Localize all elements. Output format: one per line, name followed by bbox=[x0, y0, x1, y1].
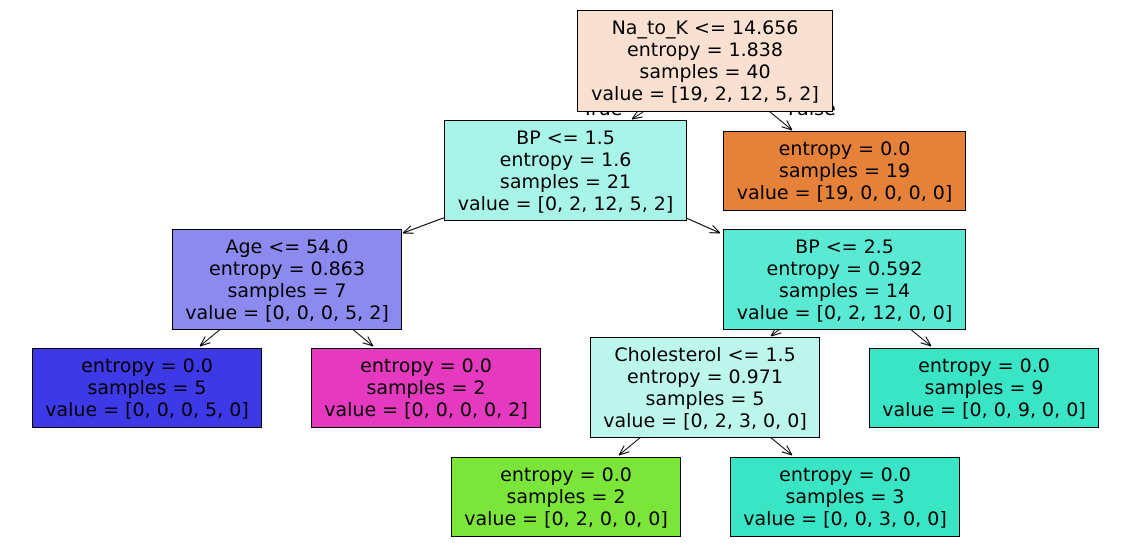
node-line: value = [0, 2, 12, 0, 0] bbox=[736, 301, 953, 324]
node-line: value = [0, 2, 3, 0, 0] bbox=[603, 409, 807, 432]
node-line: samples = 14 bbox=[778, 279, 911, 302]
tree-leaf-samples-2-magenta: entropy = 0.0 samples = 2 value = [0, 0,… bbox=[311, 348, 541, 428]
node-line: samples = 9 bbox=[924, 377, 1044, 399]
tree-leaf-samples-9: entropy = 0.0 samples = 9 value = [0, 0,… bbox=[869, 348, 1099, 428]
node-line: entropy = 0.0 bbox=[778, 138, 911, 160]
node-line: samples = 21 bbox=[499, 170, 632, 193]
node-line: Cholesterol <= 1.5 bbox=[614, 343, 796, 366]
tree-leaf-samples-3: entropy = 0.0 samples = 3 value = [0, 0,… bbox=[730, 457, 960, 537]
node-line: value = [19, 0, 0, 0, 0] bbox=[736, 182, 953, 204]
tree-node-bp-2-5: BP <= 2.5 entropy = 0.592 samples = 14 v… bbox=[723, 229, 966, 330]
node-line: entropy = 1.6 bbox=[499, 148, 632, 171]
edge-n7-n10 bbox=[769, 436, 792, 455]
node-line: samples = 19 bbox=[778, 160, 911, 182]
tree-node-root: Na_to_K <= 14.656 entropy = 1.838 sample… bbox=[577, 10, 833, 112]
node-line: value = [0, 0, 9, 0, 0] bbox=[882, 399, 1086, 421]
node-line: value = [0, 0, 0, 0, 2] bbox=[324, 399, 528, 421]
node-line: samples = 40 bbox=[639, 61, 771, 83]
node-line: samples = 3 bbox=[785, 486, 905, 508]
node-line: entropy = 0.592 bbox=[766, 257, 923, 280]
node-line: entropy = 0.0 bbox=[360, 355, 492, 377]
edge-n3-n6 bbox=[350, 327, 373, 346]
tree-node-age-54: Age <= 54.0 entropy = 0.863 samples = 7 … bbox=[172, 229, 402, 330]
node-line: samples = 7 bbox=[227, 279, 347, 302]
node-line: entropy = 0.0 bbox=[779, 464, 911, 486]
node-line: samples = 5 bbox=[645, 387, 765, 410]
node-line: value = [19, 2, 12, 5, 2] bbox=[591, 83, 819, 105]
node-line: BP <= 1.5 bbox=[516, 126, 615, 149]
node-line: value = [0, 0, 3, 0, 0] bbox=[743, 508, 947, 530]
node-line: entropy = 1.838 bbox=[627, 39, 783, 61]
edge-n7-n9 bbox=[619, 436, 642, 455]
node-line: entropy = 0.0 bbox=[918, 355, 1050, 377]
edge-n1-n4 bbox=[683, 216, 720, 233]
tree-node-bp-1-5: BP <= 1.5 entropy = 1.6 samples = 21 val… bbox=[444, 120, 687, 221]
edge-root-n1 bbox=[632, 112, 644, 119]
node-line: samples = 5 bbox=[87, 377, 207, 399]
node-line: value = [0, 2, 12, 5, 2] bbox=[457, 192, 674, 215]
edge-root-n2 bbox=[769, 111, 792, 130]
tree-leaf-samples-5: entropy = 0.0 samples = 5 value = [0, 0,… bbox=[32, 348, 262, 428]
tree-leaf-samples-2-green: entropy = 0.0 samples = 2 value = [0, 2,… bbox=[451, 457, 681, 537]
node-line: Na_to_K <= 14.656 bbox=[611, 17, 799, 39]
tree-leaf-samples-19: entropy = 0.0 samples = 19 value = [19, … bbox=[723, 131, 966, 211]
node-line: entropy = 0.0 bbox=[81, 355, 213, 377]
node-line: Age <= 54.0 bbox=[225, 235, 349, 258]
node-line: samples = 2 bbox=[366, 377, 486, 399]
node-line: entropy = 0.0 bbox=[500, 464, 632, 486]
edge-n3-n5 bbox=[200, 327, 223, 346]
node-line: BP <= 2.5 bbox=[795, 235, 894, 258]
tree-node-cholesterol-1-5: Cholesterol <= 1.5 entropy = 0.971 sampl… bbox=[590, 337, 820, 438]
node-line: entropy = 0.863 bbox=[209, 257, 365, 280]
edge-n1-n3 bbox=[403, 216, 447, 233]
node-line: samples = 2 bbox=[506, 486, 626, 508]
edge-n4-n8 bbox=[908, 327, 931, 346]
node-line: value = [0, 2, 0, 0, 0] bbox=[464, 508, 668, 530]
node-line: value = [0, 0, 0, 5, 0] bbox=[45, 399, 249, 421]
node-line: value = [0, 0, 0, 5, 2] bbox=[185, 301, 389, 324]
node-line: entropy = 0.971 bbox=[627, 365, 783, 388]
